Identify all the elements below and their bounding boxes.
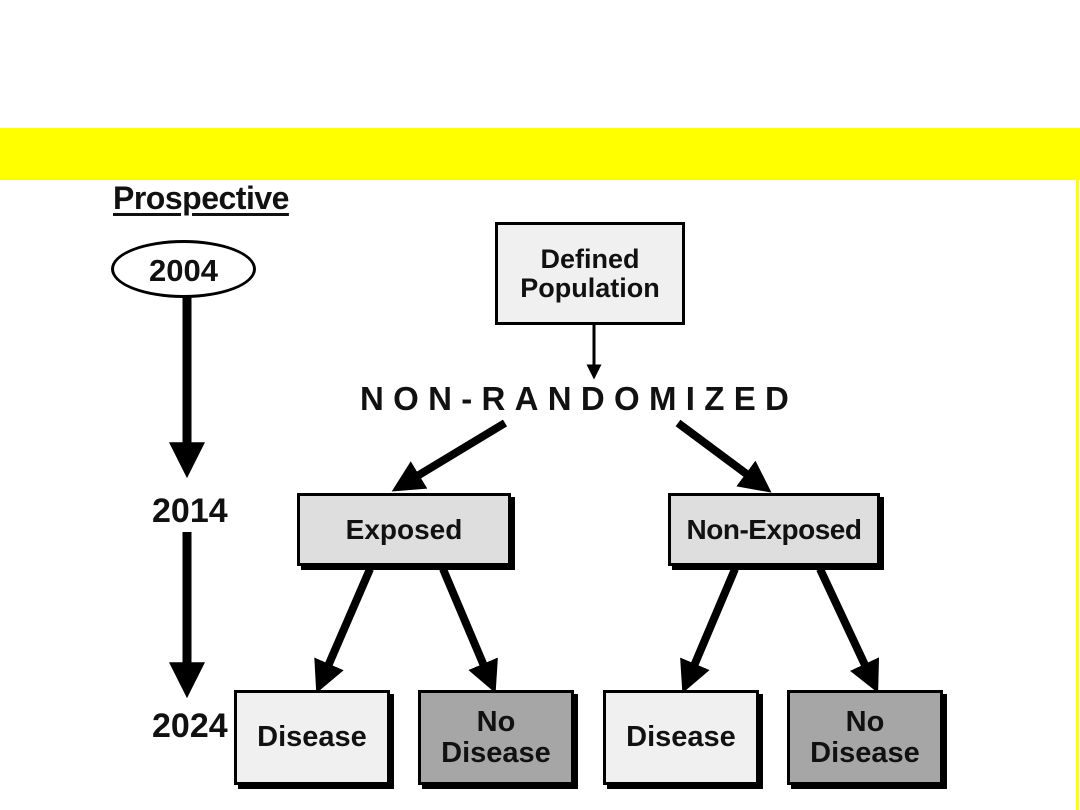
yellow-border-right xyxy=(1076,180,1079,810)
start-year-oval: 2004 xyxy=(111,240,256,298)
timeline-heading: Prospective xyxy=(113,180,289,216)
exposed-disease-box: Disease xyxy=(234,690,390,785)
yellow-banner xyxy=(0,128,1080,180)
mid-year-label: 2014 xyxy=(152,492,228,530)
nonexposed-disease-box: Disease xyxy=(603,690,759,785)
arrow-nonexposed-to-no-disease xyxy=(816,567,880,694)
arrow-exposed-to-disease xyxy=(314,567,374,694)
arrow-to-exposed xyxy=(391,419,508,492)
non-exposed-group-box: Non-Exposed xyxy=(668,493,880,566)
exposed-group-box: Exposed xyxy=(297,493,511,566)
start-year-label: 2004 xyxy=(149,253,218,288)
exposed-no-disease-box: No Disease xyxy=(418,690,574,785)
arrow-exposed-to-no-disease xyxy=(439,567,498,694)
arrow-to-non-exposed xyxy=(675,419,772,493)
defined-population-box: Defined Population xyxy=(495,222,685,325)
arrow-nonexposed-to-disease xyxy=(680,567,739,694)
end-year-label: 2024 xyxy=(152,707,228,745)
nonexposed-no-disease-box: No Disease xyxy=(787,690,943,785)
assignment-label: NON-RANDOMIZED xyxy=(360,380,799,417)
